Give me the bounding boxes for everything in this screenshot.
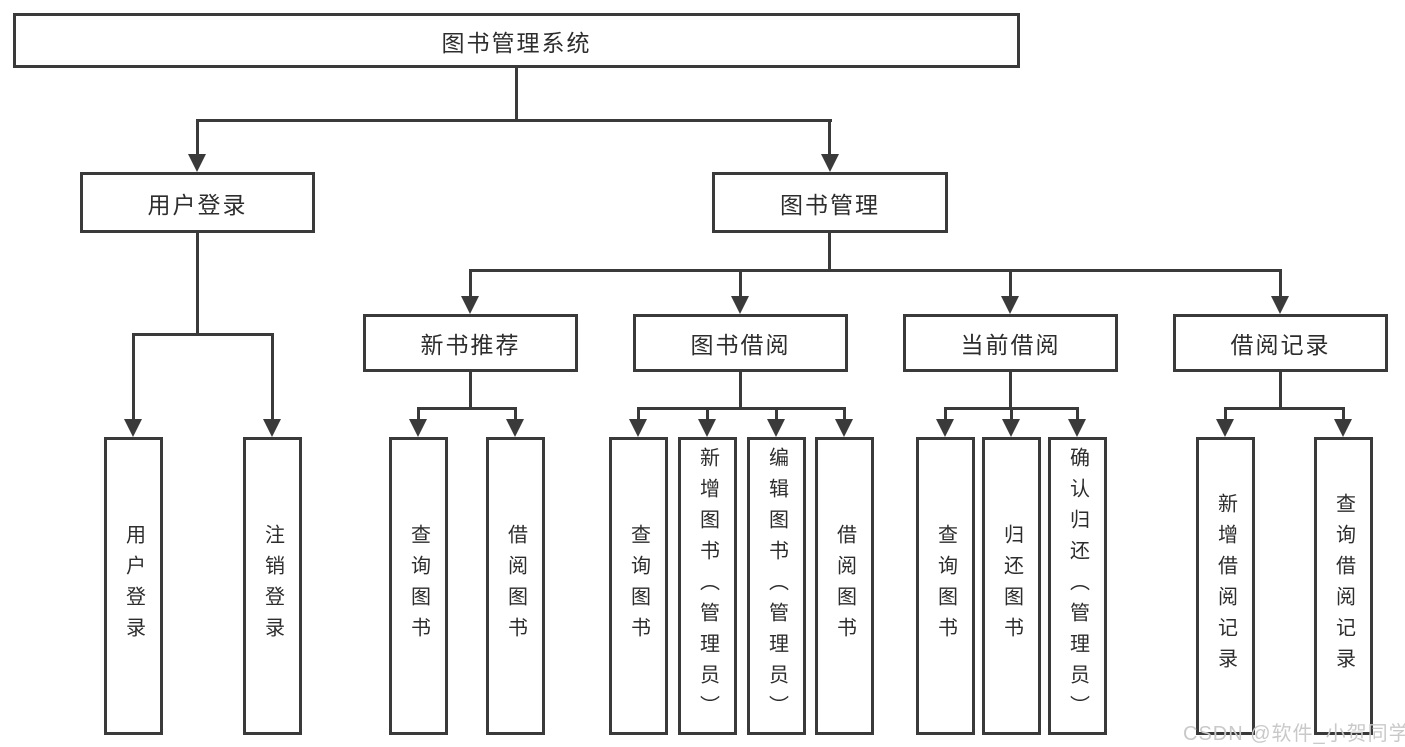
leaf-label: 编辑图书（管理员） xyxy=(765,446,788,726)
connector-root-stem xyxy=(515,66,518,122)
arrowhead-icon xyxy=(1271,296,1289,314)
arrowhead-icon xyxy=(1068,419,1086,437)
arrowhead-icon xyxy=(461,296,479,314)
arrowhead-icon xyxy=(409,419,427,437)
connector-drop-leaf xyxy=(775,407,778,421)
connector-drop-leaf xyxy=(132,333,135,421)
leaf-user-login: 用户登录 xyxy=(104,437,163,735)
leaf-label: 确认归还（管理员） xyxy=(1066,446,1089,726)
node-book-borrowing: 图书借阅 xyxy=(633,314,848,372)
arrowhead-icon xyxy=(263,419,281,437)
leaf-query-books-recommend: 查询图书 xyxy=(389,437,448,735)
arrowhead-icon xyxy=(731,296,749,314)
node-new-book-recommendation: 新书推荐 xyxy=(363,314,578,372)
connector-drop-leaf xyxy=(1224,407,1227,421)
arrowhead-icon xyxy=(767,419,785,437)
arrowhead-icon xyxy=(835,419,853,437)
connector-section-bus xyxy=(637,407,846,410)
connector-user-login-bus xyxy=(132,333,274,336)
csdn-watermark: CSDN @软件_小贺同学 xyxy=(1183,723,1405,745)
connector-drop-user-login xyxy=(196,119,199,157)
connector-level2-bus xyxy=(196,119,832,122)
connector-drop-leaf xyxy=(1010,407,1013,421)
arrowhead-icon xyxy=(698,419,716,437)
node-label: 图书借阅 xyxy=(690,332,791,358)
arrowhead-icon xyxy=(1216,419,1234,437)
leaf-query-books-borrowing: 查询图书 xyxy=(609,437,668,735)
leaf-borrow-books-borrowing: 借阅图书 xyxy=(815,437,874,735)
leaf-return-books: 归还图书 xyxy=(982,437,1041,735)
node-root-library-system: 图书管理系统 xyxy=(13,13,1020,68)
arrowhead-icon xyxy=(1001,296,1019,314)
node-label: 新书推荐 xyxy=(420,332,521,358)
arrowhead-icon xyxy=(124,419,142,437)
leaf-label: 归还图书 xyxy=(1000,524,1023,648)
leaf-label: 查询图书 xyxy=(934,524,957,648)
leaf-query-borrow-record: 查询借阅记录 xyxy=(1314,437,1373,735)
arrowhead-icon xyxy=(506,419,524,437)
arrowhead-icon xyxy=(821,154,839,172)
connector-drop-section xyxy=(739,269,742,298)
connector-section-bus xyxy=(1224,407,1345,410)
connector-section-bus xyxy=(417,407,517,410)
leaf-label: 借阅图书 xyxy=(833,524,856,648)
connector-drop-section xyxy=(1279,269,1282,298)
connector-drop-leaf xyxy=(706,407,709,421)
leaf-label: 用户登录 xyxy=(122,524,145,648)
connector-drop-section xyxy=(1009,269,1012,298)
arrowhead-icon xyxy=(1002,419,1020,437)
connector-user-login-stem xyxy=(196,231,199,336)
connector-drop-leaf xyxy=(637,407,640,421)
node-current-borrowing: 当前借阅 xyxy=(903,314,1118,372)
node-label: 当前借阅 xyxy=(960,332,1061,358)
connector-drop-leaf xyxy=(417,407,420,421)
node-borrowing-records: 借阅记录 xyxy=(1173,314,1388,372)
leaf-label: 注销登录 xyxy=(261,524,284,648)
leaf-add-book-admin: 新增图书（管理员） xyxy=(678,437,737,735)
leaf-label: 借阅图书 xyxy=(504,524,527,648)
leaf-borrow-books-recommend: 借阅图书 xyxy=(486,437,545,735)
connector-section-stem xyxy=(739,370,742,410)
arrowhead-icon xyxy=(629,419,647,437)
leaf-label: 查询图书 xyxy=(627,524,650,648)
node-label: 图书管理系统 xyxy=(441,29,592,56)
arrowhead-icon xyxy=(1334,419,1352,437)
arrowhead-icon xyxy=(188,154,206,172)
connector-section-stem xyxy=(1009,370,1012,410)
leaf-label: 新增图书（管理员） xyxy=(696,446,719,726)
connector-level3-bus xyxy=(469,269,1282,272)
connector-drop-book-management xyxy=(828,119,831,157)
connector-drop-leaf xyxy=(1076,407,1079,421)
node-label: 借阅记录 xyxy=(1230,332,1331,358)
connector-drop-section xyxy=(469,269,472,298)
leaf-edit-book-admin: 编辑图书（管理员） xyxy=(747,437,806,735)
connector-book-management-stem xyxy=(828,231,831,272)
leaf-label: 新增借阅记录 xyxy=(1214,493,1237,679)
connector-drop-leaf xyxy=(1342,407,1345,421)
node-label: 用户登录 xyxy=(147,191,248,218)
node-book-management: 图书管理 xyxy=(712,172,948,233)
leaf-label: 查询借阅记录 xyxy=(1332,493,1355,679)
leaf-add-borrow-record: 新增借阅记录 xyxy=(1196,437,1255,735)
connector-drop-leaf xyxy=(514,407,517,421)
leaf-confirm-return-admin: 确认归还（管理员） xyxy=(1048,437,1107,735)
leaf-label: 查询图书 xyxy=(407,524,430,648)
connector-drop-leaf xyxy=(271,333,274,421)
connector-section-stem xyxy=(1279,370,1282,410)
node-label: 图书管理 xyxy=(780,191,880,218)
leaf-logout: 注销登录 xyxy=(243,437,302,735)
connector-drop-leaf xyxy=(843,407,846,421)
node-user-login: 用户登录 xyxy=(80,172,315,233)
leaf-query-books-current: 查询图书 xyxy=(916,437,975,735)
arrowhead-icon xyxy=(936,419,954,437)
connector-section-stem xyxy=(469,370,472,410)
connector-drop-leaf xyxy=(944,407,947,421)
